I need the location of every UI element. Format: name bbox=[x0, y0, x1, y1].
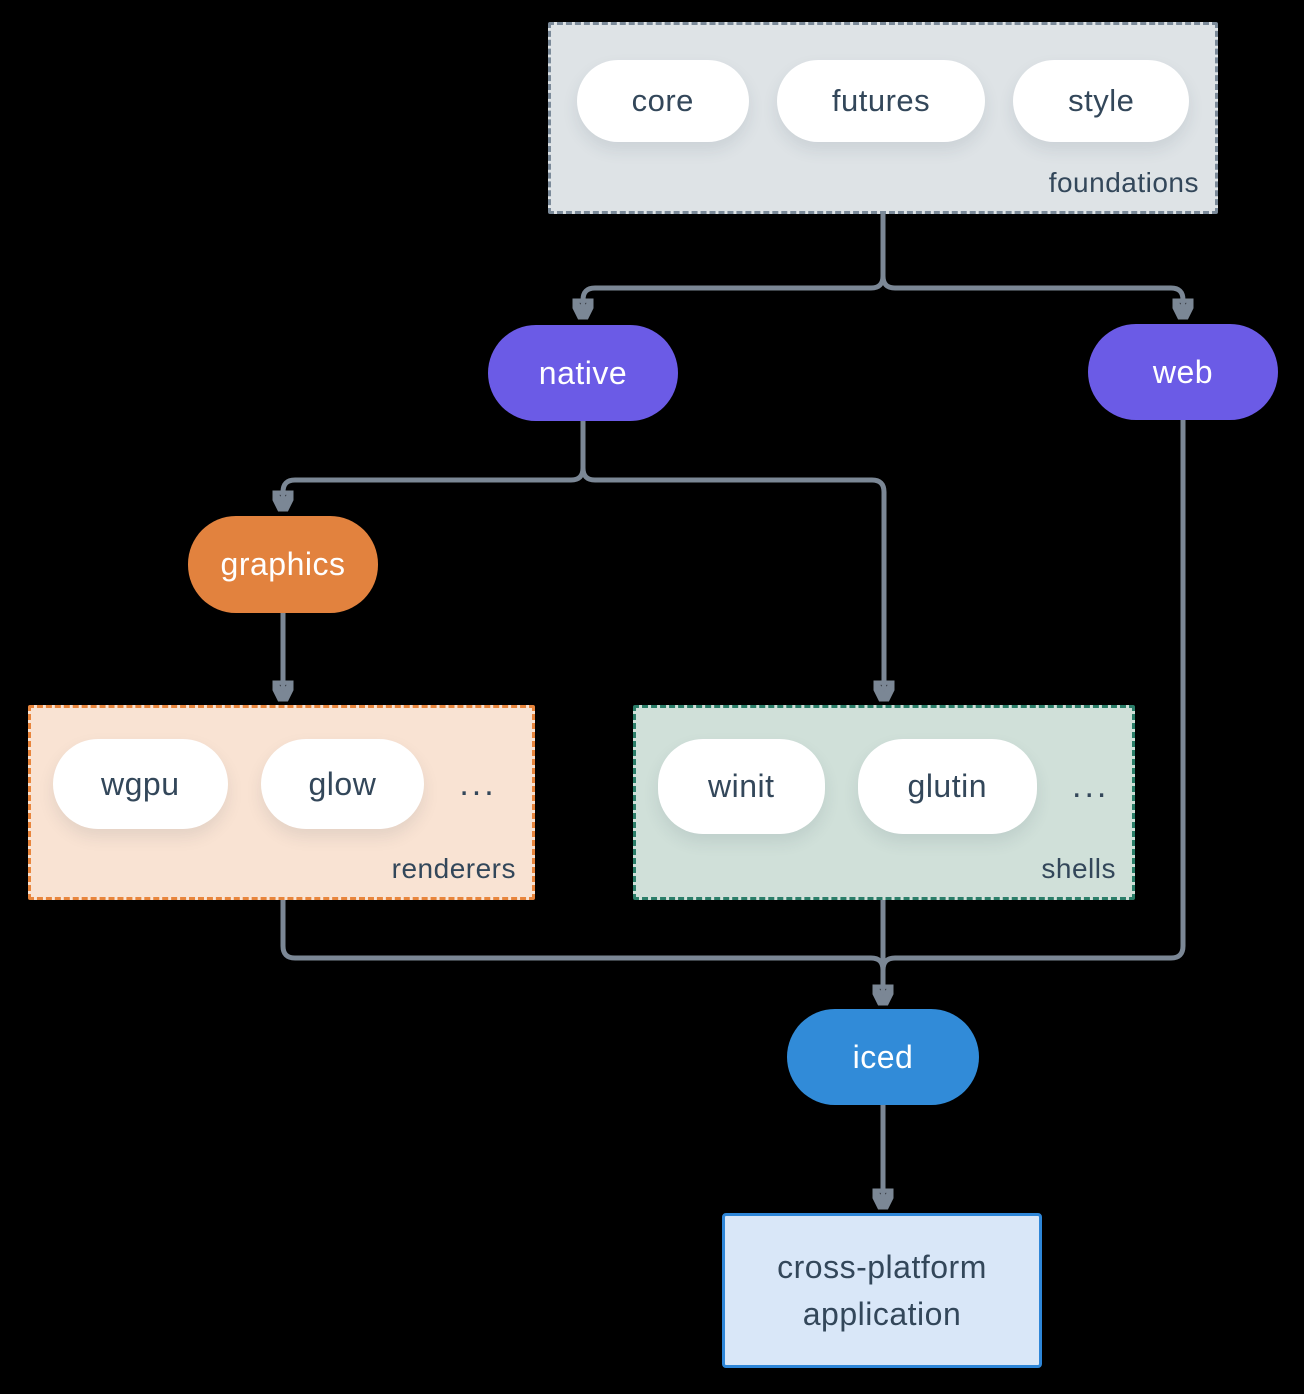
foundations-group-label: foundations bbox=[1048, 167, 1199, 198]
node-core: core bbox=[576, 60, 749, 142]
cross-platform-application-box: cross-platform application bbox=[722, 1213, 1042, 1368]
node-native: native bbox=[488, 325, 678, 421]
node-glow: glow bbox=[260, 739, 425, 829]
renderers-pill-row: wgpu glow ... bbox=[31, 708, 532, 829]
edge-native-graphics bbox=[283, 421, 586, 508]
shells-group: winit glutin ... shells bbox=[633, 705, 1135, 900]
shells-ellipsis: ... bbox=[1072, 767, 1110, 805]
foundations-pill-row: core futures style bbox=[551, 60, 1215, 142]
node-web: web bbox=[1088, 324, 1278, 420]
edge-foundations-web bbox=[880, 214, 1183, 316]
edge-renderers-merge bbox=[280, 900, 886, 971]
node-glutin: glutin bbox=[857, 739, 1038, 834]
node-iced: iced bbox=[787, 1009, 979, 1105]
edge-native-shells bbox=[580, 421, 884, 698]
node-wgpu: wgpu bbox=[53, 739, 228, 829]
node-winit: winit bbox=[658, 739, 825, 834]
foundations-group: core futures style foundations bbox=[548, 22, 1218, 214]
node-futures: futures bbox=[776, 60, 986, 142]
node-style: style bbox=[1013, 60, 1190, 142]
node-graphics: graphics bbox=[188, 516, 378, 613]
shells-group-label: shells bbox=[1041, 853, 1116, 884]
edge-foundations-native bbox=[583, 214, 886, 316]
renderers-ellipsis: ... bbox=[459, 764, 497, 803]
renderers-group-label: renderers bbox=[391, 853, 516, 884]
renderers-group: wgpu glow ... renderers bbox=[28, 705, 535, 900]
shells-pill-row: winit glutin ... bbox=[636, 708, 1132, 834]
